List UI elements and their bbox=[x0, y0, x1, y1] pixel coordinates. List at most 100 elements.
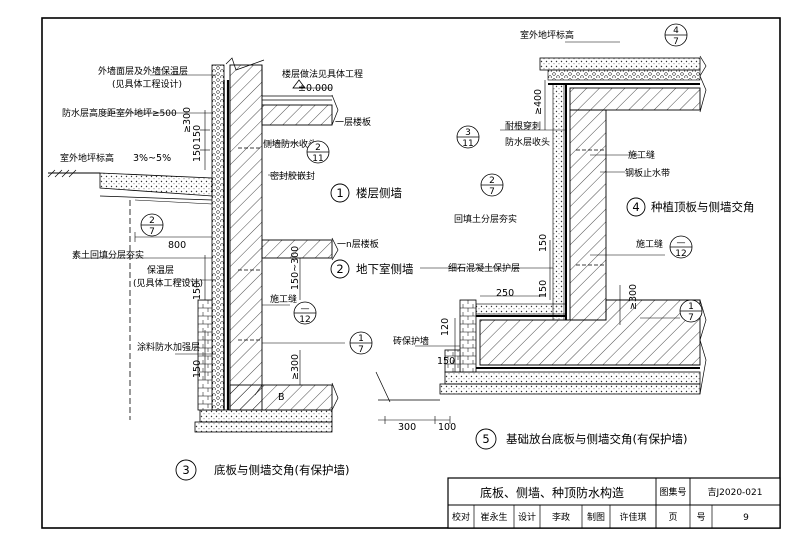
callout-2-7-left: 2 7 bbox=[140, 213, 164, 237]
label-const-joint-1: 施工缝 bbox=[270, 293, 297, 305]
svg-text:11: 11 bbox=[462, 139, 473, 149]
label-insul-1: 保温层 bbox=[147, 264, 174, 276]
svg-text:底板与侧墙交角(有保护墙): 底板与侧墙交角(有保护墙) bbox=[214, 463, 349, 477]
detail-title-1: 1 楼层侧墙 bbox=[330, 183, 402, 203]
callout-dash-12-left: — 12 bbox=[293, 301, 317, 325]
svg-text:12: 12 bbox=[675, 249, 686, 259]
label-slope: 3%~5% bbox=[133, 153, 171, 164]
dim-150c: 150 bbox=[192, 282, 203, 300]
label-brick-wall: 砖保护墙 bbox=[393, 335, 429, 347]
dim-150r3: 150 bbox=[437, 356, 455, 367]
detail-title-4: 4 种植顶板与侧墙交角 bbox=[626, 197, 755, 217]
dim-150r2: 150 bbox=[538, 280, 549, 298]
label-backfill: 素土回填分层夯实 bbox=[72, 249, 144, 261]
label-n-floor-slab: 一n层楼板 bbox=[337, 238, 379, 250]
title-block-draw-label: 制图 bbox=[587, 511, 605, 523]
svg-text:2: 2 bbox=[149, 216, 155, 226]
label-outdoor-grade: 室外地坪标高 bbox=[60, 152, 114, 164]
callout-2-11: 2 11 bbox=[306, 140, 330, 164]
label-wp-height: 防水层高度距室外地坪≥500 bbox=[62, 107, 177, 119]
svg-text:2: 2 bbox=[336, 262, 343, 276]
left-detail bbox=[47, 57, 345, 433]
svg-text:1: 1 bbox=[336, 186, 343, 200]
detail-title-5: 5 基础放台底板与侧墙交角(有保护墙) bbox=[475, 428, 687, 450]
callout-4-7: 4 7 bbox=[664, 23, 688, 47]
svg-text:7: 7 bbox=[358, 345, 364, 355]
dim-150b: 150 bbox=[192, 125, 203, 143]
svg-text:2: 2 bbox=[489, 176, 495, 186]
svg-text:7: 7 bbox=[489, 187, 495, 197]
label-const-joint-3: 施工缝 bbox=[636, 238, 663, 250]
label-steel-stop: 钢板止水带 bbox=[625, 167, 670, 179]
title-block-page-label: 页 bbox=[668, 512, 677, 523]
label-ext-wall-1: 外墙面层及外墙保温层 bbox=[98, 65, 188, 77]
dim-150r1: 150 bbox=[538, 234, 549, 252]
callout-3-11: 3 11 bbox=[456, 125, 480, 149]
title-block-checker: 崔永生 bbox=[480, 511, 507, 523]
title-block: 底板、侧墙、种顶防水构造 图集号 吉J2020-021 校对 崔永生 设计 李政… bbox=[447, 477, 781, 529]
dim-100: 100 bbox=[438, 422, 456, 433]
svg-text:3: 3 bbox=[465, 128, 471, 138]
right-detail bbox=[415, 41, 707, 395]
dim-800: 800 bbox=[168, 240, 186, 251]
dim-300b: ≥300 bbox=[290, 354, 301, 380]
dim-300r: ≥300 bbox=[628, 284, 639, 310]
title-block-drafter: 许佳琪 bbox=[619, 511, 646, 523]
label-fine-stone: 细石混凝土保护层 bbox=[448, 262, 520, 274]
title-block-atlas-no: 吉J2020-021 bbox=[708, 487, 763, 498]
dim-120: 120 bbox=[440, 318, 451, 336]
dim-300c: 300 bbox=[398, 422, 416, 433]
svg-text:7: 7 bbox=[673, 37, 679, 47]
svg-text:种植顶板与侧墙交角: 种植顶板与侧墙交角 bbox=[651, 200, 755, 214]
svg-text:12: 12 bbox=[299, 315, 310, 325]
label-floor-practice: 楼层做法见具体工程 bbox=[282, 68, 363, 80]
label-side-wp-end: 侧墙防水收头 bbox=[263, 138, 317, 150]
label-coating-wp: 涂料防水加强层 bbox=[137, 341, 200, 353]
callout-1-7-left: 1 7 bbox=[349, 331, 373, 355]
svg-text:楼层侧墙: 楼层侧墙 bbox=[356, 186, 402, 200]
label-seal-paste: 密封胶嵌封 bbox=[270, 170, 315, 182]
detail-title-2: 2 地下室侧墙 bbox=[330, 259, 414, 279]
title-block-atlas-label: 图集号 bbox=[659, 486, 686, 498]
svg-text:11: 11 bbox=[312, 154, 323, 164]
svg-text:2: 2 bbox=[315, 143, 321, 153]
svg-text:3: 3 bbox=[182, 463, 189, 477]
dim-tick-b: B bbox=[278, 392, 285, 403]
dim-250: 250 bbox=[496, 288, 514, 299]
dim-150d: 150 bbox=[192, 360, 203, 378]
detail-title-3: 3 底板与侧墙交角(有保护墙) bbox=[175, 459, 349, 481]
label-ext-wall-2: (见具体工程设计) bbox=[112, 78, 182, 90]
label-elev-zero: ±0.000 bbox=[298, 83, 333, 94]
title-block-designer: 李政 bbox=[552, 511, 570, 523]
title-block-title: 底板、侧墙、种顶防水构造 bbox=[480, 485, 624, 500]
svg-text:基础放台底板与侧墙交角(有保护墙): 基础放台底板与侧墙交角(有保护墙) bbox=[506, 432, 687, 446]
svg-text:地下室侧墙: 地下室侧墙 bbox=[356, 262, 414, 276]
label-outdoor-grade-right: 室外地坪标高 bbox=[520, 29, 574, 41]
svg-text:7: 7 bbox=[688, 313, 694, 323]
dim-400: ≥400 bbox=[533, 89, 544, 115]
dim-150a: 150 bbox=[192, 144, 203, 162]
svg-text:4: 4 bbox=[673, 26, 679, 36]
label-first-floor-slab: 一层楼板 bbox=[335, 116, 371, 128]
label-insul-2: (见具体工程设计) bbox=[133, 277, 203, 289]
dim-150-300: 150~300 bbox=[290, 246, 301, 290]
callout-2-7-right: 2 7 bbox=[480, 173, 504, 197]
svg-text:7: 7 bbox=[149, 227, 155, 237]
sheet-border bbox=[41, 17, 781, 529]
label-wp-end-r2: 防水层收头 bbox=[505, 136, 550, 148]
svg-text:5: 5 bbox=[482, 432, 489, 446]
callout-dash-12-right: — 12 bbox=[669, 235, 693, 259]
label-const-joint-2: 施工缝 bbox=[628, 149, 655, 161]
callout-1-7-right: 1 7 bbox=[679, 299, 703, 323]
svg-text:1: 1 bbox=[688, 302, 694, 312]
title-block-design-label: 设计 bbox=[518, 511, 536, 523]
svg-text:1: 1 bbox=[358, 334, 364, 344]
svg-text:4: 4 bbox=[632, 200, 639, 214]
title-block-page-label2: 号 bbox=[696, 512, 705, 523]
label-backfill-r: 回填土分层夯实 bbox=[454, 213, 517, 225]
dim-300a: ≥300 bbox=[182, 107, 193, 133]
title-block-page-no: 9 bbox=[743, 513, 749, 523]
svg-text:—: — bbox=[677, 238, 686, 248]
